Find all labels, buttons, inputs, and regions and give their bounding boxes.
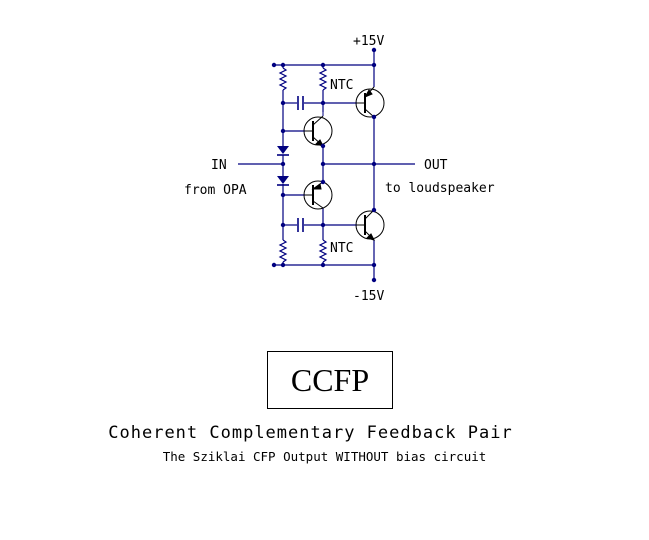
transistor-output-bottom (355, 209, 385, 241)
diode-top (277, 146, 289, 176)
output-dest-label: to loudspeaker (385, 181, 495, 196)
wires (238, 50, 415, 280)
output-label: OUT (424, 158, 448, 173)
vneg-label: -15V (353, 289, 384, 304)
resistor-left-bottom (278, 239, 288, 263)
capacitor-top (297, 96, 304, 110)
transistor-driver-bottom (303, 180, 333, 210)
junction-dots (271, 47, 377, 283)
transistor-output-top (355, 86, 385, 118)
capacitor-bottom (297, 218, 304, 232)
resistor-left-top (278, 67, 288, 91)
ntc-bottom-resistor (318, 239, 328, 263)
title-box: CCFP (267, 351, 393, 409)
ntc-bottom-label: NTC (330, 241, 353, 256)
title-box-text: CCFP (290, 361, 370, 398)
diode-bottom (277, 176, 289, 186)
ntc-top-resistor (318, 67, 328, 91)
ntc-top-label: NTC (330, 78, 353, 93)
input-source-label: from OPA (184, 183, 247, 198)
sub-caption: The Sziklai CFP Output WITHOUT bias circ… (162, 449, 487, 464)
main-caption: Coherent Complementary Feedback Pair (108, 423, 513, 443)
input-label: IN (211, 158, 227, 173)
transistor-driver-top (303, 112, 333, 147)
vpos-label: +15V (353, 34, 384, 49)
